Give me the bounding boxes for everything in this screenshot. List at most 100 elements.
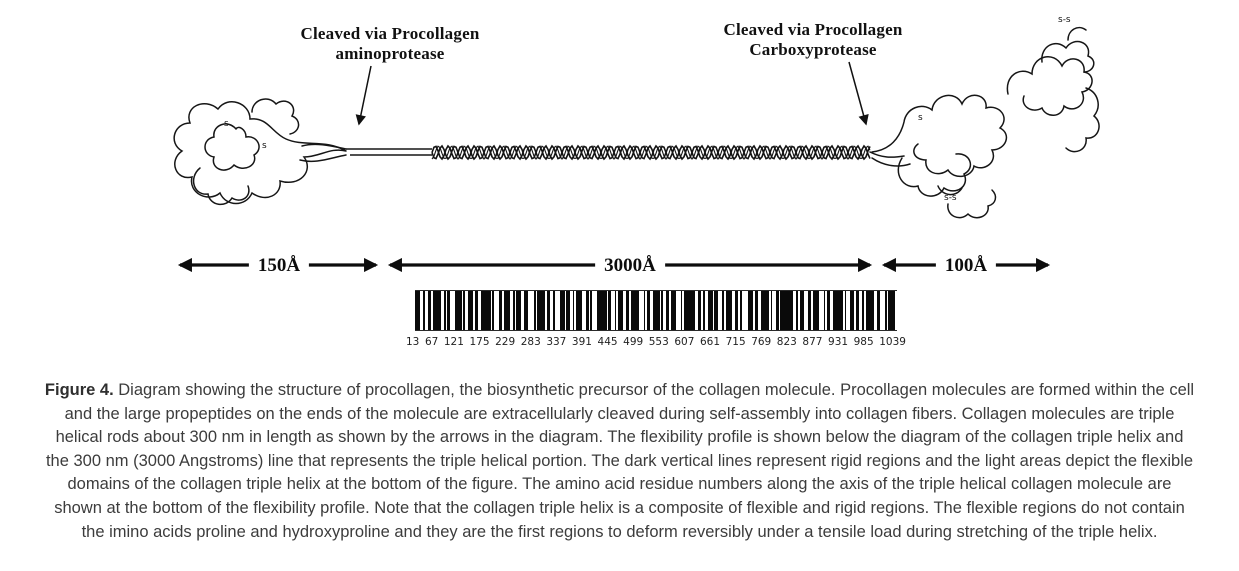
rigid-region-bar — [534, 291, 536, 330]
axis-tick: 499 — [623, 336, 644, 348]
rigid-region-bar — [770, 291, 773, 330]
rigid-region-bar — [553, 291, 556, 330]
rigid-region-bar — [754, 291, 758, 330]
rigid-region-bar — [844, 291, 847, 330]
rigid-region-bar — [725, 291, 733, 330]
rigid-region-bar — [855, 291, 860, 330]
rigid-region-bar — [876, 291, 881, 330]
rigid-region-bar — [468, 291, 473, 330]
rigid-region-bar — [443, 291, 446, 330]
rigid-region-bar — [427, 291, 432, 330]
rigid-region-bar — [698, 291, 702, 330]
rigid-region-bar — [761, 291, 770, 330]
carboxyprotease-arrow — [848, 61, 869, 126]
disulfide-label: s — [224, 119, 229, 129]
carboxy-propeptide-squiggles: s-s s s-s — [869, 15, 1100, 219]
rigid-region-bar — [513, 291, 515, 330]
axis-tick: 769 — [751, 336, 772, 348]
figure-caption-label: Figure 4. — [44, 381, 114, 399]
disulfide-label: s-s — [1058, 15, 1071, 25]
rigid-region-bar — [455, 291, 462, 330]
aminoprotease-label-line2: aminoprotease — [335, 44, 445, 64]
rigid-region-bar — [498, 291, 502, 330]
rigid-region-bar — [596, 291, 607, 330]
rigid-region-bar — [661, 291, 663, 330]
amino-propeptide-link — [299, 143, 347, 163]
rigid-region-bar — [572, 291, 575, 330]
rigid-region-bar — [680, 291, 683, 330]
axis-tick: 931 — [828, 336, 849, 348]
axis-tick: 283 — [520, 336, 541, 348]
rigid-region-bar — [812, 291, 819, 330]
axis-tick: 13 — [406, 336, 420, 348]
rigid-region-bar — [423, 291, 425, 330]
rigid-region-bar — [559, 291, 565, 330]
rigid-region-bar — [608, 291, 612, 330]
carboxy-propeptide-main-lobe — [871, 94, 1008, 178]
rigid-region-bar — [474, 291, 478, 330]
axis-tick: 175 — [469, 336, 490, 348]
rigid-region-bar — [780, 291, 794, 330]
axis-tick: 337 — [546, 336, 567, 348]
procollagen-diagram: s s s-s s s-s — [173, 15, 1100, 348]
figure-caption-text: Diagram showing the structure of procoll… — [45, 381, 1195, 541]
triple-helix — [431, 144, 871, 161]
rigid-region-bar — [827, 291, 831, 330]
rigid-region-bar — [722, 291, 724, 330]
axis-tick: 715 — [725, 336, 746, 348]
rigid-region-bar — [707, 291, 713, 330]
axis-tick: 121 — [443, 336, 464, 348]
rigid-region-bar — [735, 291, 739, 330]
amino-propeptide-bottom-curl — [192, 167, 250, 206]
rigid-region-bar — [775, 291, 779, 330]
rigid-region-bar — [666, 291, 670, 330]
rigid-region-bar — [524, 291, 528, 330]
axis-tick: 607 — [674, 336, 695, 348]
axis-tick: 445 — [597, 336, 618, 348]
amino-propeptide-inner-loop — [204, 123, 260, 171]
rigid-region-bar — [590, 291, 593, 330]
rigid-region-bar — [862, 291, 865, 330]
carboxy-propeptide-link — [869, 151, 911, 167]
rigid-region-bar — [575, 291, 583, 330]
carboxyprotease-label: Cleaved via Procollagen Carboxyprotease — [703, 20, 923, 60]
measurement-150A: 150Å — [248, 255, 310, 277]
rigid-region-bar — [888, 291, 895, 330]
axis-tick: 229 — [495, 336, 516, 348]
carboxyprotease-label-line1: Cleaved via Procollagen — [723, 20, 903, 39]
rigid-region-bar — [683, 291, 696, 330]
carboxy-propeptide-right-edge — [1065, 87, 1100, 153]
rigid-region-bar — [646, 291, 650, 330]
carboxy-propeptide-upper-loops — [1006, 56, 1093, 116]
rigid-region-bar — [833, 291, 844, 330]
rigid-region-bar — [865, 291, 874, 330]
axis-tick: 823 — [776, 336, 797, 348]
measurement-3000A: 3000Å — [595, 255, 665, 277]
rigid-region-bar — [625, 291, 630, 330]
flexibility-barcode — [415, 290, 897, 331]
rigid-region-bar — [463, 291, 465, 330]
rigid-region-bar — [432, 291, 441, 330]
rigid-region-bar — [884, 291, 887, 330]
aminoprotease-label: Cleaved via Procollagen aminoprotease — [280, 24, 500, 64]
rigid-region-bar — [796, 291, 799, 330]
rigid-region-bar — [480, 291, 491, 330]
disulfide-label: s — [262, 141, 267, 151]
axis-tick: 661 — [699, 336, 721, 348]
rigid-region-bar — [823, 291, 826, 330]
measurement-100A: 100Å — [935, 255, 997, 277]
amino-propeptide-top-curl — [251, 98, 300, 135]
axis-tick: 877 — [802, 336, 823, 348]
rigid-region-bar — [670, 291, 676, 330]
axis-tick: 391 — [571, 336, 592, 348]
rigid-region-bar — [799, 291, 805, 330]
figure-caption: Figure 4. Diagram showing the structure … — [45, 379, 1195, 544]
rigid-region-bar — [653, 291, 660, 330]
rigid-region-bar — [630, 291, 639, 330]
rigid-region-bar — [643, 291, 646, 330]
amino-propeptide-outline — [173, 101, 347, 205]
axis-tick: 67 — [424, 336, 439, 348]
rigid-region-bar — [748, 291, 753, 330]
